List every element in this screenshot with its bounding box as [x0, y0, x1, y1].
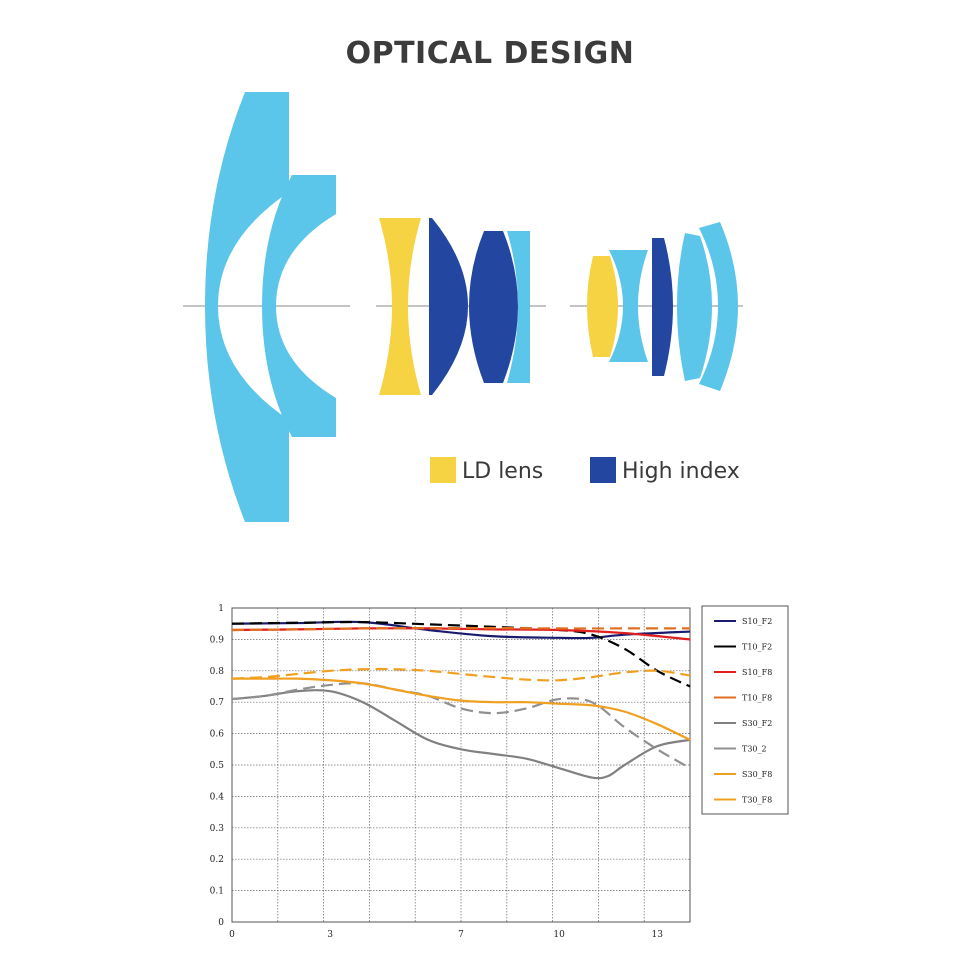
ld-lens-label: LD lens	[462, 459, 543, 484]
series-line-s30-f8	[231, 677, 691, 741]
x-tick-label: 10	[553, 930, 565, 940]
legend-entry-label: S10_F2	[742, 617, 772, 626]
y-tick-label: 0.7	[210, 698, 225, 708]
high-index-label: High index	[622, 459, 740, 484]
lens-element-7-ld	[587, 256, 618, 357]
legend-entry-label: S30_F2	[742, 719, 772, 728]
page-title: OPTICAL DESIGN	[345, 36, 635, 71]
lens-element-4-high-index	[429, 218, 468, 395]
y-tick-label: 0.9	[210, 635, 225, 645]
y-tick-label: 0	[218, 918, 224, 928]
x-tick-label: 7	[458, 930, 464, 940]
y-tick-label: 1	[218, 604, 224, 614]
series-line-t30-2	[231, 682, 691, 770]
legend-entry-label: S30_F8	[742, 770, 772, 779]
chart-grid	[232, 608, 690, 922]
series-line-s30-f2	[231, 689, 691, 780]
y-tick-label: 0.4	[210, 792, 225, 802]
legend-entry-label: T10_F2	[742, 643, 772, 652]
lens-element-6	[507, 231, 530, 383]
y-tick-label: 0.1	[210, 887, 224, 897]
lens-element-10	[677, 233, 712, 381]
lens-element-11	[699, 222, 738, 391]
legend-entry-label: S10_F8	[742, 668, 772, 677]
lens-element-3-ld	[379, 218, 421, 395]
y-tick-label: 0.2	[210, 855, 224, 865]
lens-element-8	[609, 250, 648, 362]
y-tick-label: 0.3	[210, 824, 225, 834]
series-line-t30-f8	[231, 667, 691, 682]
plot-frame	[231, 607, 691, 923]
legend-entry-label: T10_F8	[742, 694, 772, 703]
chart-legend: S10_F2T10_F2S10_F8T10_F8S30_F2T30_2S30_F…	[701, 605, 789, 815]
x-tick-label: 3	[327, 930, 333, 940]
x-tick-label: 13	[652, 930, 664, 940]
chart-series	[231, 620, 691, 780]
legend-entry-label: T30_2	[742, 745, 767, 754]
series-line-s10-f8	[231, 627, 691, 641]
y-tick-label: 0.5	[210, 761, 225, 771]
lens-element-5-high-index	[469, 231, 518, 383]
legend-entry-label: T30_F8	[742, 796, 772, 805]
x-tick-label: 0	[229, 930, 235, 940]
high-index-swatch	[590, 457, 616, 483]
lens-element-2	[262, 175, 336, 437]
chart-legend-box	[701, 605, 789, 815]
y-tick-label: 0.6	[210, 730, 225, 740]
lens-diagram: LD lens High index	[183, 92, 743, 522]
ld-lens-swatch	[430, 457, 456, 483]
lens-element-9-high-index	[652, 238, 673, 376]
lens-element-1	[205, 92, 289, 522]
series-line-t10-f8	[231, 626, 690, 632]
y-tick-label: 0.8	[210, 667, 225, 677]
